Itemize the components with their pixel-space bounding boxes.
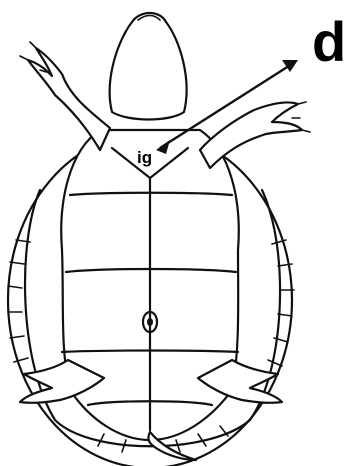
intergular-scute-label: ig: [137, 148, 152, 167]
head-neck: [110, 13, 187, 120]
front-left-limb: [28, 48, 110, 150]
umbilical-scar-core: [147, 318, 153, 326]
panel-label: d: [312, 14, 346, 70]
